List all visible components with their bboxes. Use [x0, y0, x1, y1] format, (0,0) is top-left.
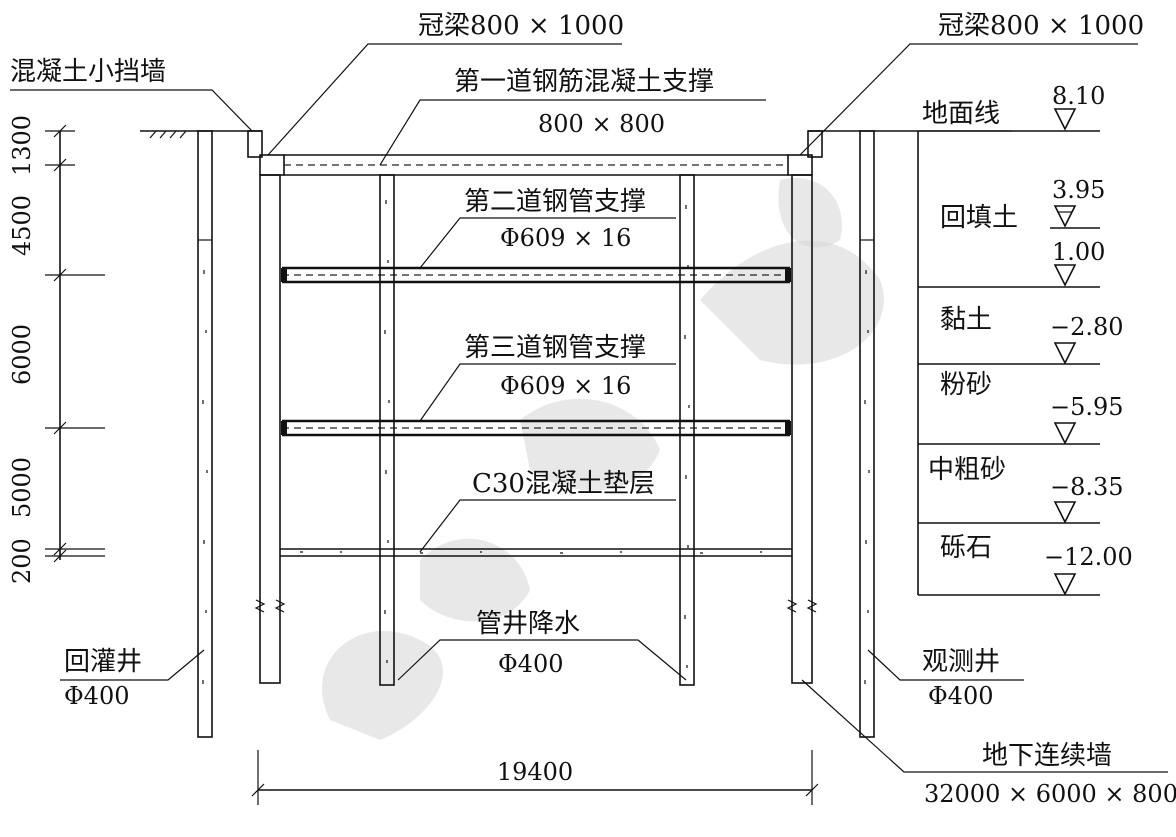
dewatering-label: 管井降水	[476, 609, 580, 639]
elevation-minus-12-00: −12.00	[1044, 543, 1133, 571]
strut-2-steel-pipe	[281, 266, 791, 284]
leader-lines	[10, 43, 1168, 773]
crown-beam-left-label: 冠梁800 × 1000	[418, 11, 624, 41]
recharge-well	[197, 130, 213, 738]
soil-layer-gravel: 砾石	[940, 533, 992, 563]
observation-well	[859, 130, 875, 738]
strut-1-label: 第一道钢筋混凝土支撑	[454, 67, 714, 97]
elevation-1-00: 1.00	[1052, 238, 1105, 266]
elevation-8-10: 8.10	[1052, 82, 1105, 110]
strut-1-concrete	[284, 154, 788, 176]
strut-3-size: Φ609 × 16	[500, 372, 631, 400]
soil-layer-clay: 黏土	[940, 305, 992, 335]
soil-layer-coarse-sand: 中粗砂	[928, 455, 1006, 485]
crown-beam-left	[259, 154, 285, 176]
dim-6000: 6000	[8, 324, 36, 385]
strut-2-size: Φ609 × 16	[500, 224, 631, 252]
dim-4500: 4500	[8, 195, 36, 256]
elevation-markers	[1053, 108, 1077, 596]
observation-well-label: 观测井	[922, 647, 1000, 677]
diaphragm-wall-label: 地下连续墙	[982, 741, 1112, 771]
strut-3-steel-pipe	[281, 419, 791, 437]
dewatering-size: Φ400	[498, 650, 563, 678]
small-retaining-wall-left	[247, 130, 263, 158]
elevation-minus-8-35: −8.35	[1050, 473, 1124, 501]
strut-2-label: 第二道钢管支撑	[464, 187, 646, 217]
small-retaining-wall-right	[807, 130, 823, 158]
crown-beam-right-label: 冠梁800 × 1000	[938, 11, 1144, 41]
soil-layer-table	[917, 131, 1100, 596]
recharge-well-size: Φ400	[64, 682, 129, 710]
dim-1300: 1300	[8, 115, 36, 176]
small-retaining-wall-label: 混凝土小挡墙	[10, 57, 166, 87]
wall-break-marks	[254, 599, 818, 613]
c30-cushion-layer	[280, 548, 792, 557]
soil-layer-silty-sand: 粉砂	[940, 370, 992, 400]
strut-1-size: 800 × 800	[538, 110, 665, 138]
crown-beam-right	[787, 154, 813, 176]
elevation-minus-5-95: −5.95	[1050, 393, 1124, 421]
vertical-dimension-chain	[45, 124, 105, 563]
dewatering-well-left	[379, 174, 395, 686]
diaphragm-wall-size: 32000 × 6000 × 800	[924, 780, 1176, 808]
elevation-minus-2-80: −2.80	[1050, 313, 1124, 341]
strut-3-label: 第三道钢管支撑	[464, 333, 646, 363]
dewatering-well-right	[679, 174, 695, 686]
ground-surface-left	[140, 130, 262, 139]
width-dimension-label: 19400	[497, 758, 573, 786]
soil-layer-fill: 回填土	[940, 203, 1018, 233]
dim-5000: 5000	[8, 457, 36, 518]
diaphragm-wall-right	[791, 174, 813, 684]
cushion-label: C30混凝土垫层	[472, 469, 655, 499]
recharge-well-label: 回灌井	[64, 647, 142, 677]
watermark	[322, 178, 884, 740]
observation-well-size: Φ400	[928, 682, 993, 710]
width-dimension-line	[251, 750, 819, 805]
dim-200: 200	[8, 538, 36, 584]
elevation-3-95: 3.95	[1052, 176, 1105, 204]
diaphragm-wall-left	[259, 174, 281, 684]
ground-line-label: 地面线	[922, 99, 1000, 129]
